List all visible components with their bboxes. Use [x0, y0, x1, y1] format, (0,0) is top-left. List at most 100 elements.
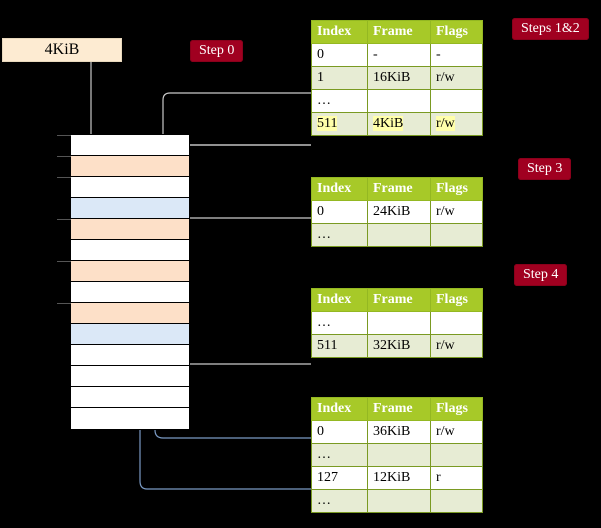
- table-cell-flags: r/w: [430, 200, 483, 224]
- table-cell-index: …: [311, 311, 368, 335]
- table-cell-index: 1: [311, 66, 368, 90]
- table-row: …: [311, 489, 483, 513]
- memory-frame-cell: [71, 408, 189, 429]
- table-cell-frame: [367, 223, 431, 247]
- cell-value: …: [317, 92, 331, 108]
- table-cell-index: 511: [311, 334, 368, 358]
- table-cell-flags: r/w: [430, 112, 483, 136]
- memory-frame-tick: [57, 261, 71, 262]
- cell-value: r/w: [436, 69, 455, 85]
- column-header-flags: Flags: [430, 288, 483, 312]
- table-cell-flags: [430, 223, 483, 247]
- column-header-frame: Frame: [367, 20, 431, 44]
- table-row: 511 4KiB r/w: [311, 112, 483, 136]
- table-cell-index: 0: [311, 420, 368, 444]
- table-row: …: [311, 443, 483, 467]
- table-cell-frame: [367, 443, 431, 467]
- column-header-frame: Frame: [367, 177, 431, 201]
- cell-value: 1: [317, 69, 324, 85]
- column-header-flags: Flags: [430, 20, 483, 44]
- cell-value: 12KiB: [373, 469, 411, 485]
- table-cell-flags: [430, 443, 483, 467]
- cell-value: -: [436, 46, 441, 62]
- cell-value: 24KiB: [373, 203, 411, 219]
- table-cell-flags: r/w: [430, 334, 483, 358]
- cell-value: 16KiB: [373, 69, 411, 85]
- column-header-flags: Flags: [430, 397, 483, 421]
- table-row: 511 32KiB r/w: [311, 334, 483, 358]
- table-cell-index: …: [311, 489, 368, 513]
- memory-frame-tick: [57, 219, 71, 220]
- table-cell-index: …: [311, 89, 368, 113]
- table-cell-frame: -: [367, 43, 431, 67]
- cell-value: …: [317, 446, 331, 462]
- cell-value: 4KiB: [373, 115, 404, 131]
- column-header-frame: Frame: [367, 397, 431, 421]
- table-cell-index: 0: [311, 43, 368, 67]
- cell-value: r/w: [436, 337, 455, 353]
- memory-frame-tick: [57, 135, 71, 136]
- memory-frame-tick: [57, 303, 71, 304]
- memory-frame-cell: [71, 324, 189, 345]
- cell-value: 511: [317, 337, 338, 353]
- table-cell-frame: 16KiB: [367, 66, 431, 90]
- cell-value: 36KiB: [373, 423, 411, 439]
- memory-frame-tick: [57, 156, 71, 157]
- table-row: 1 16KiB r/w: [311, 66, 483, 90]
- step-badge-step3: Step 3: [518, 158, 572, 180]
- wire-t1-row511: [177, 144, 311, 153]
- cell-value: …: [317, 226, 331, 242]
- step-badge-steps1and2: Steps 1&2: [512, 18, 589, 40]
- table-row: …: [311, 311, 483, 335]
- memory-frame-cell: [71, 198, 189, 219]
- memory-frame-tick: [57, 177, 71, 178]
- virtual-address-label: 4KiB: [44, 41, 80, 58]
- cell-value: 32KiB: [373, 337, 411, 353]
- table-cell-index: …: [311, 223, 368, 247]
- table-cell-flags: -: [430, 43, 483, 67]
- memory-frame-cell: [71, 345, 189, 366]
- table-cell-flags: r/w: [430, 66, 483, 90]
- physical-memory-column: [57, 134, 190, 430]
- column-header-index: Index: [311, 177, 368, 201]
- table-cell-flags: [430, 311, 483, 335]
- column-header-frame: Frame: [367, 288, 431, 312]
- cell-value: 511: [317, 115, 338, 131]
- table-cell-frame: [367, 489, 431, 513]
- table-cell-index: 511: [311, 112, 368, 136]
- memory-frame-cell: [71, 282, 189, 303]
- column-header-index: Index: [311, 397, 368, 421]
- column-header-index: Index: [311, 20, 368, 44]
- table-cell-frame: [367, 311, 431, 335]
- cell-value: 0: [317, 203, 324, 219]
- memory-frame-cell: [57, 303, 189, 324]
- table-cell-flags: r: [430, 466, 483, 490]
- memory-frame-cell: [57, 156, 189, 177]
- column-header-index: Index: [311, 288, 368, 312]
- memory-frame-cell: [57, 219, 189, 240]
- step-badge-step4: Step 4: [514, 264, 568, 286]
- table-cell-frame: 32KiB: [367, 334, 431, 358]
- memory-frame-cell: [71, 366, 189, 387]
- memory-frame-cell: [71, 240, 189, 261]
- memory-frame-cell: [71, 387, 189, 408]
- table-row: 0 24KiB r/w: [311, 200, 483, 224]
- cell-value: r: [436, 469, 441, 485]
- cell-value: 0: [317, 46, 324, 62]
- cell-value: 127: [317, 469, 338, 485]
- table-cell-frame: 4KiB: [367, 112, 431, 136]
- cell-value: r/w: [436, 423, 455, 439]
- cell-value: -: [373, 46, 378, 62]
- memory-frame-cell: [57, 261, 189, 282]
- wire-t1-row511-b: [169, 144, 311, 156]
- column-header-flags: Flags: [430, 177, 483, 201]
- table-row: 0 - -: [311, 43, 483, 67]
- table-cell-frame: 12KiB: [367, 466, 431, 490]
